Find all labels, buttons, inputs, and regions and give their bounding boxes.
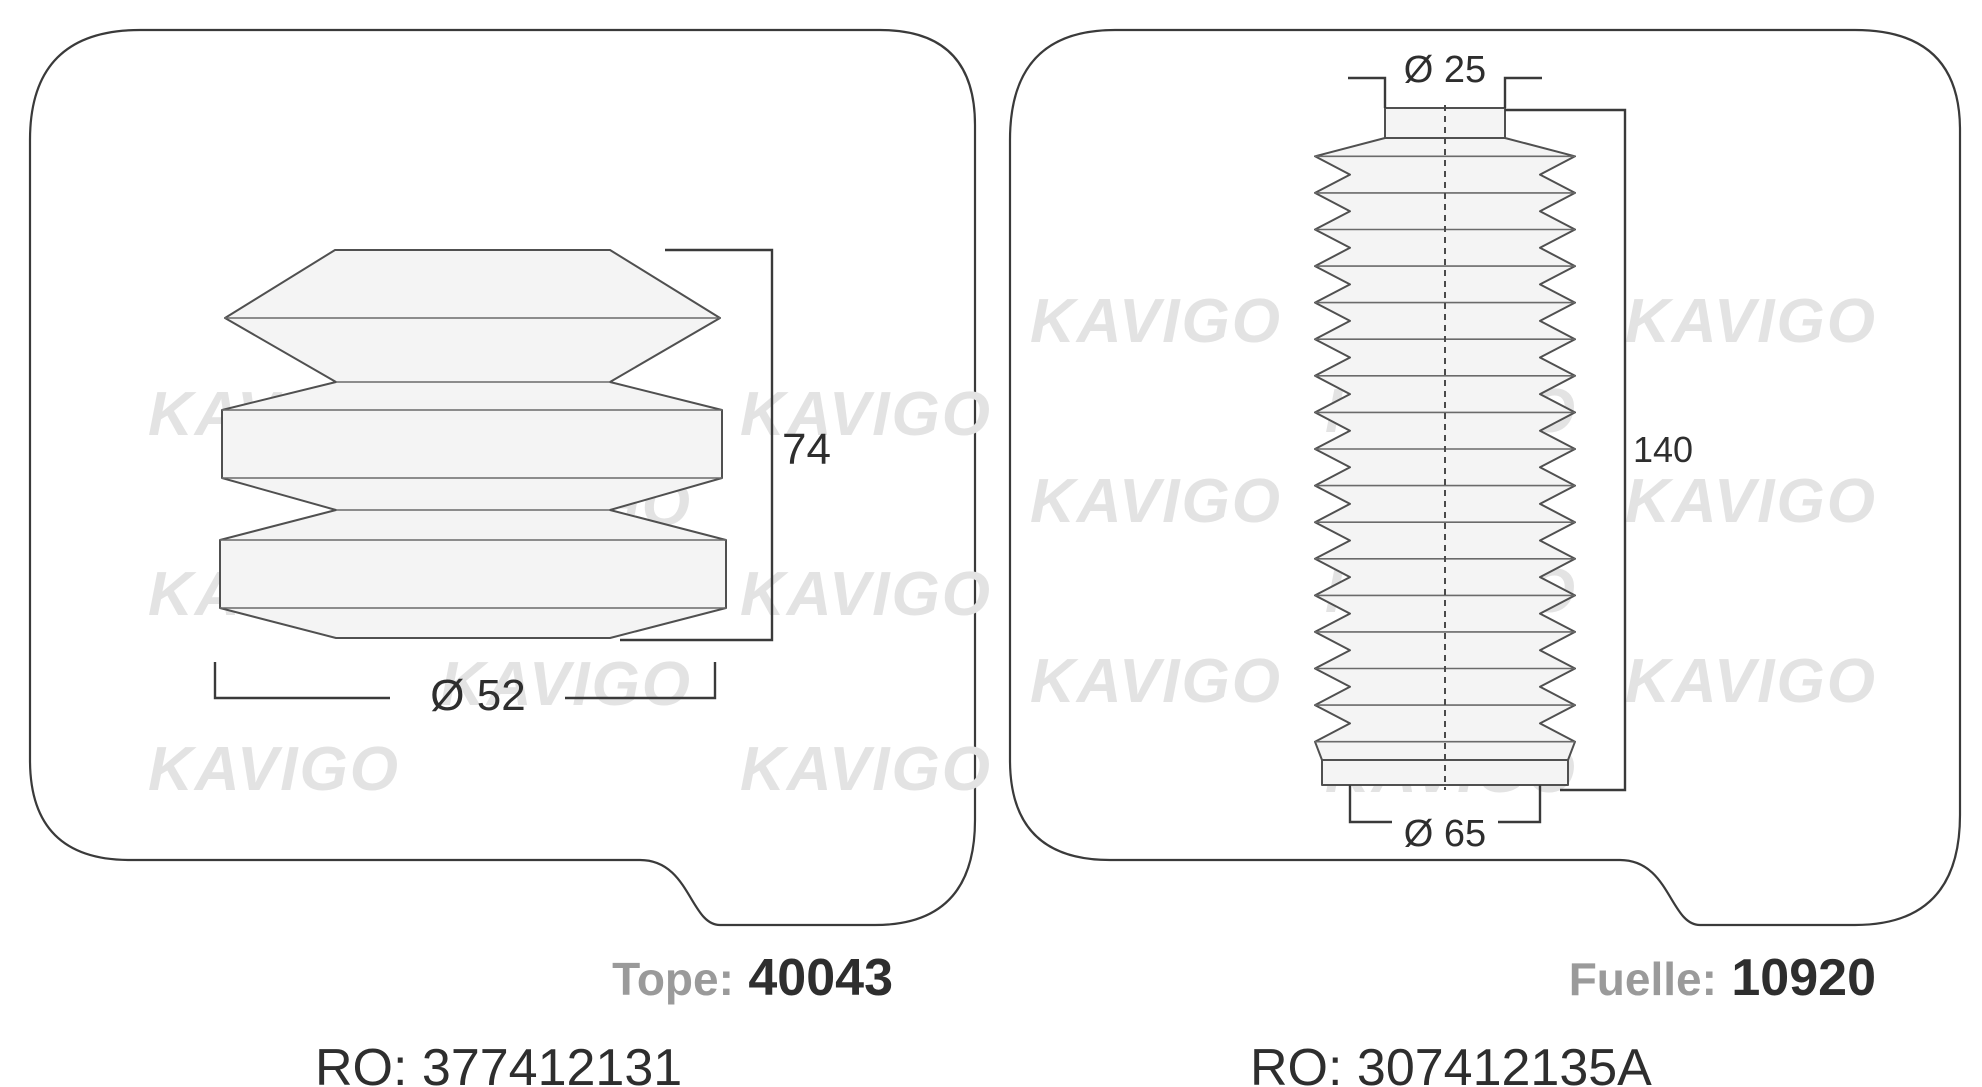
top-diameter-dimension: Ø 25 xyxy=(1348,49,1542,108)
bump-stop-body xyxy=(219,249,727,639)
diameter-dimension: Ø 52 xyxy=(213,662,717,720)
bellows-collar xyxy=(1384,107,1506,139)
diameter-dimension-line-left xyxy=(213,662,390,700)
watermark-text: KAVIGO xyxy=(148,735,400,804)
watermark-text: KAVIGO xyxy=(1030,647,1282,716)
right-part-number: 10920 xyxy=(1731,949,1876,1007)
right-ro-text: RO: 307412135A xyxy=(1250,1039,1652,1087)
right-panel-outline xyxy=(1008,28,1962,927)
watermark-text: KAVIGO xyxy=(1030,467,1282,536)
left-part-type-label: Tope: xyxy=(612,953,734,1005)
left-panel-outline xyxy=(28,28,977,927)
bump-stop-drawing xyxy=(219,249,727,639)
watermark-text: KAVIGO xyxy=(740,380,992,449)
top-diameter-line-left xyxy=(1348,76,1387,108)
left-part-number: 40043 xyxy=(748,949,893,1007)
left-part-caption: Tope: 40043 xyxy=(612,949,893,1007)
top-diameter-line-right xyxy=(1503,76,1542,108)
left-ro-text: RO: 377412131 xyxy=(315,1039,682,1087)
watermark-text: KAVIGO xyxy=(1625,287,1877,356)
right-part-type-label: Fuelle: xyxy=(1569,953,1717,1005)
left-panel: KAVIGO KAVIGO KAVIGO KAVIGO KAVIGO KAVIG… xyxy=(28,28,992,1087)
length-dimension-line xyxy=(1505,108,1627,792)
bellows-drawing xyxy=(1314,105,1576,790)
top-diameter-label: Ø 25 xyxy=(1404,49,1486,91)
height-dimension-line xyxy=(620,248,774,642)
right-part-caption: Fuelle: 10920 xyxy=(1569,949,1876,1007)
diameter-dimension-line-right xyxy=(565,662,717,700)
diameter-dimension-label: Ø 52 xyxy=(430,671,525,720)
watermark-text: KAVIGO xyxy=(740,735,992,804)
length-dimension: 140 xyxy=(1505,108,1693,792)
bottom-diameter-label: Ø 65 xyxy=(1404,813,1486,855)
watermark-text: KAVIGO xyxy=(440,650,692,719)
height-dimension: 74 xyxy=(620,248,831,642)
watermark-text: KAVIGO xyxy=(1030,287,1282,356)
length-dimension-label: 140 xyxy=(1633,429,1693,470)
bottom-diameter-line-left xyxy=(1348,785,1392,824)
watermark-text: KAVIGO xyxy=(740,560,992,629)
bottom-diameter-line-right xyxy=(1498,785,1542,824)
height-dimension-label: 74 xyxy=(782,425,831,474)
bottom-diameter-dimension: Ø 65 xyxy=(1348,785,1542,855)
right-panel: KAVIGO KAVIGO KAVIGO KAVIGO KAVIGO KAVIG… xyxy=(1008,28,1962,1087)
watermark-text: KAVIGO xyxy=(1625,647,1877,716)
watermark-text: KAVIGO xyxy=(1625,467,1877,536)
